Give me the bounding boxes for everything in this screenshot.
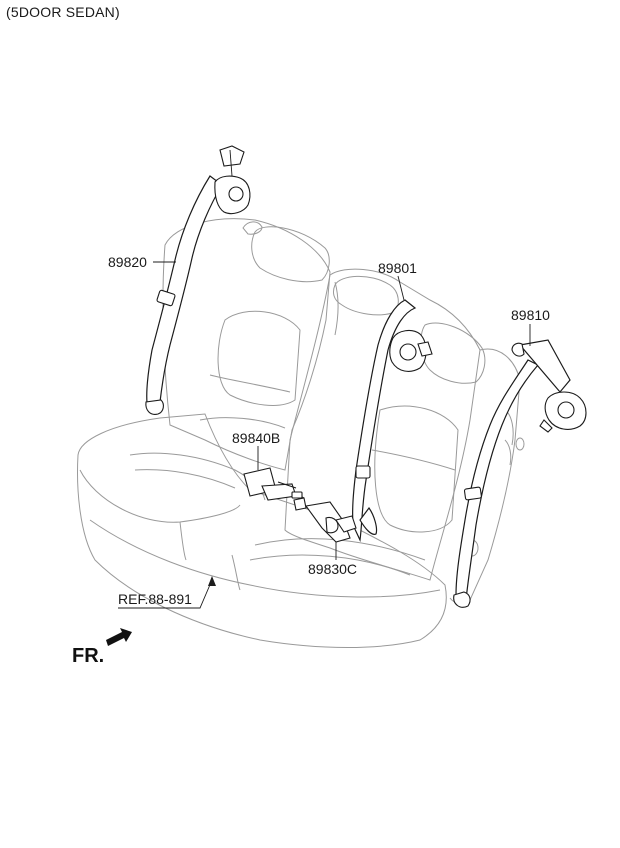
- part-89801-seat-belt[interactable]: [352, 299, 433, 543]
- part-label-89830C[interactable]: 89830C: [308, 561, 357, 577]
- part-label-89840B[interactable]: 89840B: [232, 430, 280, 446]
- part-89830C-buckle[interactable]: [293, 497, 357, 543]
- vehicle-variant-label: (5DOOR SEDAN): [6, 4, 120, 20]
- part-89840B-buckle[interactable]: [243, 467, 305, 501]
- part-89810-seat-belt[interactable]: [453, 339, 587, 608]
- part-89820-seat-belt[interactable]: [145, 145, 251, 415]
- front-direction-indicator: FR.: [72, 628, 132, 667]
- front-direction-label: FR.: [72, 645, 104, 667]
- part-label-89801[interactable]: 89801: [378, 260, 417, 276]
- front-arrow-icon: [106, 628, 132, 646]
- part-label-89810[interactable]: 89810: [511, 307, 550, 323]
- leader-lines: [118, 261, 531, 609]
- part-label-89820[interactable]: 89820: [108, 254, 147, 270]
- reference-label[interactable]: REF.88-891: [118, 591, 192, 607]
